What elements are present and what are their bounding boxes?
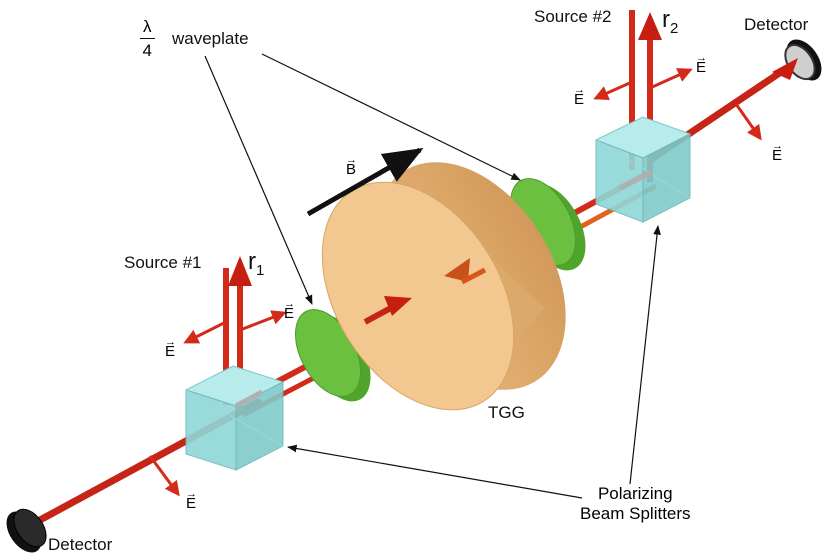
source1-label: Source #1 <box>124 253 202 272</box>
e-field-label-5: →E <box>696 53 707 76</box>
leader-lines <box>204 53 661 499</box>
e-field-label-6: →E <box>772 141 783 164</box>
e-vector-arrow: → <box>165 336 176 348</box>
e-field-label-4: →E <box>574 85 585 108</box>
beam-splitters-label: Polarizing Beam Splitters <box>580 484 691 523</box>
waveplate-fraction-denominator: 4 <box>142 41 152 60</box>
e-vector-arrow: → <box>186 488 197 500</box>
e-vector-arrow: → <box>696 52 707 64</box>
detector-upper-right <box>772 39 822 81</box>
waveplate-fraction-numerator: λ <box>140 18 155 39</box>
e-field-letter: E <box>186 495 197 512</box>
left-beam-splitter-cube <box>184 365 285 471</box>
detector-lower-left <box>6 508 47 553</box>
backward-beam-arrowhead <box>444 258 470 282</box>
waveplate-fraction: λ 4 <box>140 18 155 59</box>
b-field-label: →B <box>346 155 357 178</box>
e-field-letter: E <box>284 305 295 322</box>
e-field-letter: E <box>696 59 707 76</box>
r1-label: r1 <box>248 248 264 279</box>
e-field-arrows <box>148 68 762 497</box>
e-field-letter: E <box>772 147 783 164</box>
r2-label: r2 <box>662 6 678 37</box>
detector-label-lower-left: Detector <box>48 535 113 554</box>
e-field-label-2: →E <box>284 299 295 322</box>
r2-subscript: 2 <box>670 20 679 37</box>
e-vector-arrow: → <box>284 298 295 310</box>
forward-beam-arrowhead <box>384 296 412 316</box>
tgg-label: TGG <box>488 403 525 422</box>
e-field-label-1: →E <box>165 337 176 360</box>
tgg-crystal <box>321 162 566 411</box>
e-field-label-3: →E <box>186 489 197 512</box>
b-vector-arrow: → <box>346 154 357 166</box>
right-beam-splitter-cube <box>594 116 692 223</box>
e-vector-arrow: → <box>574 84 585 96</box>
r2-arrowhead <box>638 12 662 40</box>
e-field-letter: E <box>574 91 585 108</box>
r1-subscript: 1 <box>256 262 265 279</box>
waveplate-label: waveplate <box>172 29 249 48</box>
r1-letter: r <box>248 248 256 275</box>
b-field-arrow <box>306 147 424 217</box>
beam-splitters-line2: Beam Splitters <box>580 503 691 523</box>
r2-letter: r <box>662 6 670 33</box>
e-vector-arrow: → <box>772 140 783 152</box>
b-field-letter: B <box>346 161 357 178</box>
beam-splitters-line1: Polarizing <box>597 484 673 503</box>
e-field-letter: E <box>165 343 176 360</box>
detector-label-upper-right: Detector <box>744 15 809 34</box>
source2-label: Source #2 <box>534 7 612 26</box>
r1-arrowhead <box>228 256 252 286</box>
